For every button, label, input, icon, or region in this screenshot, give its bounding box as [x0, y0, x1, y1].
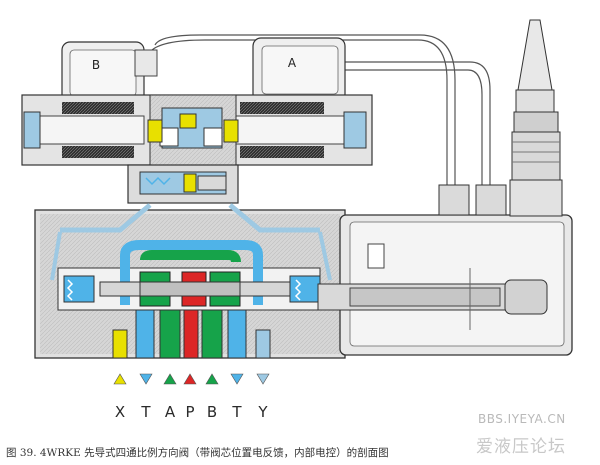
solenoid-b: B — [61, 41, 158, 105]
port-arrow-1 — [139, 373, 153, 385]
main-valve-body — [34, 203, 346, 359]
port-label-2: A — [165, 403, 176, 421]
coil-label-a: A — [288, 56, 297, 70]
integrated-electronics-housing — [317, 214, 573, 356]
intermediate-plate — [127, 164, 239, 204]
figure-caption: 图 39. 4WRKE 先导式四通比例方向阀（带阀芯位置电反馈，内部电控）的剖面… — [6, 447, 389, 459]
port-arrow-2 — [163, 373, 177, 385]
coil-label-b: B — [92, 58, 100, 72]
port-arrow-6 — [256, 373, 270, 385]
port-label-1: T — [140, 403, 151, 421]
port-arrow-0 — [113, 373, 127, 385]
pilot-valve — [21, 94, 373, 166]
port-arrow-3 — [183, 373, 197, 385]
port-label-3: P — [185, 403, 194, 421]
watermark-url: BBS.IYEYA.CN — [478, 412, 566, 426]
port-arrow-5 — [230, 373, 244, 385]
port-arrow-4 — [205, 373, 219, 385]
port-label-0: X — [115, 403, 125, 421]
port-label-5: T — [231, 403, 242, 421]
watermark-text: 爱液压论坛 — [476, 437, 566, 457]
port-label-4: B — [207, 403, 217, 421]
sensor-cables — [149, 34, 491, 185]
solenoid-a: A — [252, 37, 346, 103]
cable-connector — [438, 19, 563, 217]
port-label-6: Y — [257, 403, 268, 421]
